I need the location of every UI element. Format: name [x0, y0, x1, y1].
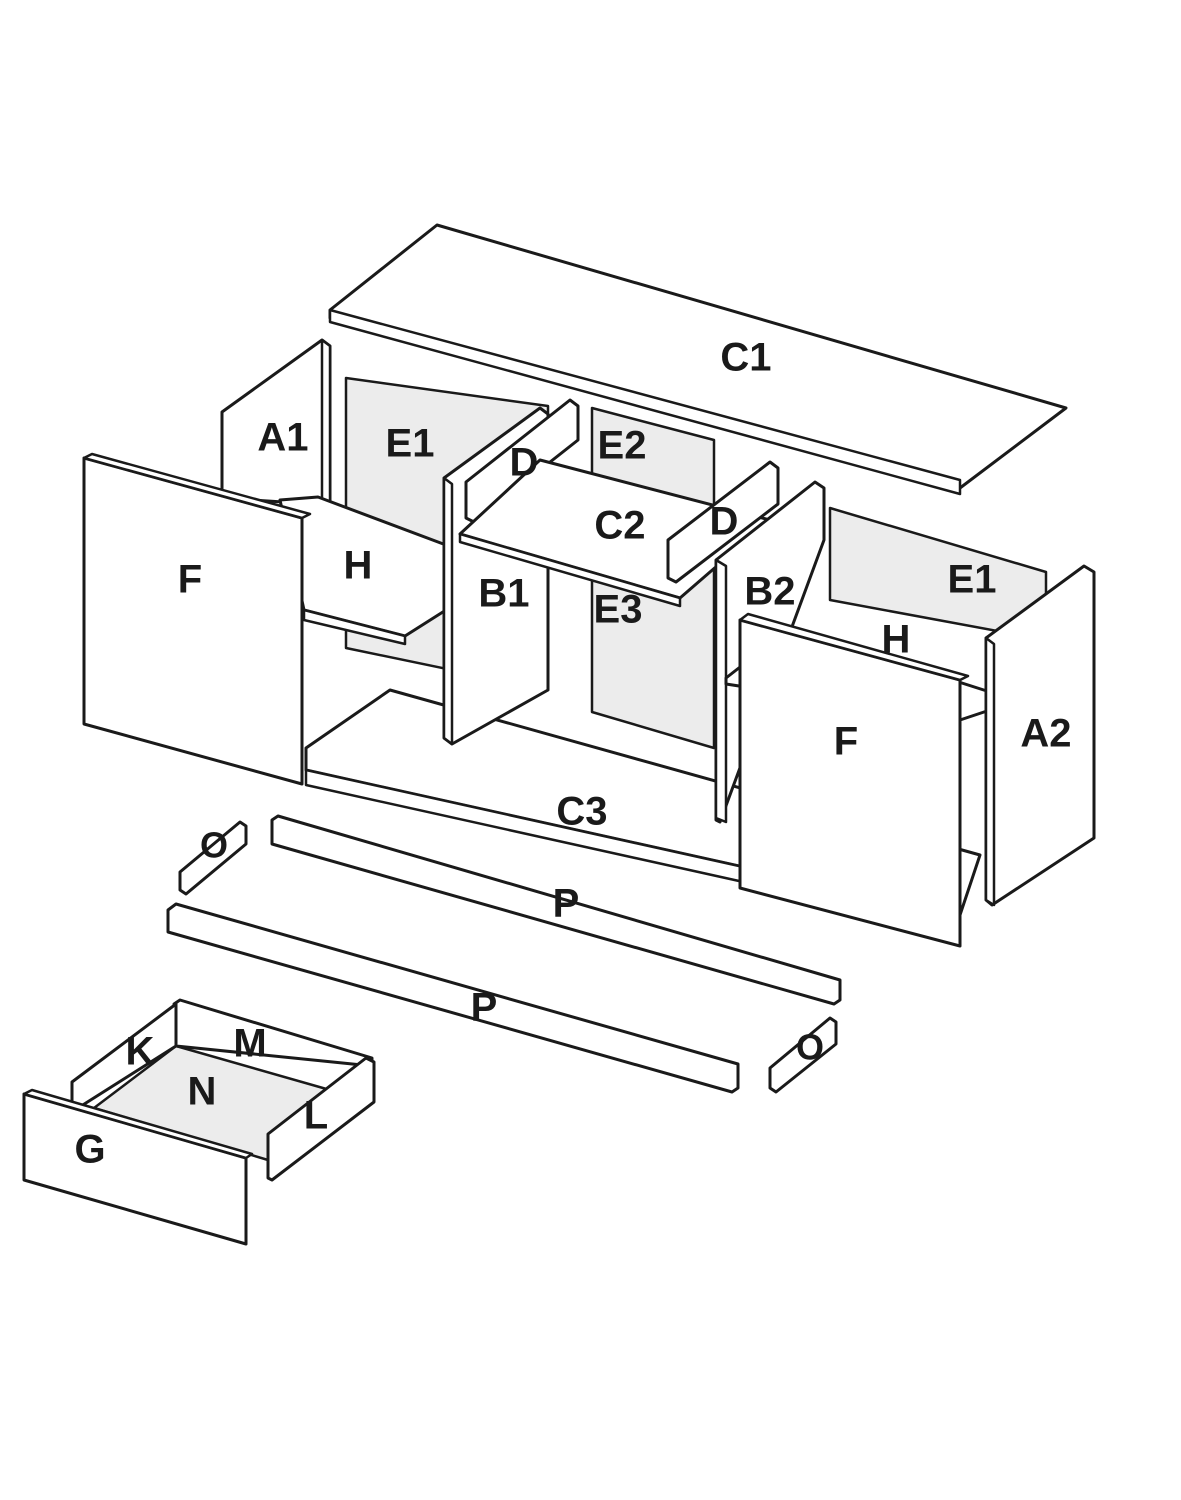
- label-f-right: F: [834, 720, 858, 764]
- label-k: K: [126, 1030, 155, 1074]
- panel-a2-edge: [984, 636, 996, 907]
- drawer-front-g-edge: [22, 1088, 254, 1160]
- label-a1: A1: [257, 416, 308, 460]
- label-b2: B2: [744, 570, 795, 614]
- label-c3: C3: [556, 790, 607, 834]
- plinth-p-top: [270, 814, 842, 1006]
- door-f-right-edge: [738, 612, 970, 682]
- plinth-p-bottom: [166, 902, 740, 1094]
- door-f-left-edge: [82, 452, 312, 520]
- label-b1: B1: [478, 572, 529, 616]
- shelf-h-left-edge: [302, 608, 407, 646]
- label-e1-right: E1: [948, 558, 997, 602]
- label-o-left: O: [200, 825, 228, 866]
- label-o-right: O: [796, 1027, 824, 1068]
- label-d-left: D: [510, 441, 539, 485]
- plinth-o-right: [768, 1016, 838, 1094]
- label-c1: C1: [720, 336, 771, 380]
- label-p-bottom: P: [471, 986, 498, 1030]
- label-f-left: F: [178, 558, 202, 602]
- divider-b1-edge: [442, 476, 454, 746]
- label-n: N: [188, 1070, 217, 1114]
- label-p-top: P: [553, 882, 580, 926]
- panel-c1-edge: [328, 308, 962, 496]
- panel-a1-edge: [320, 338, 332, 507]
- label-d-right: D: [710, 500, 739, 544]
- shelf-c2-edge: [458, 532, 682, 608]
- label-h-right: H: [882, 618, 911, 662]
- label-a2: A2: [1020, 712, 1071, 756]
- rail-d-right: [666, 460, 780, 584]
- label-l: L: [304, 1094, 328, 1138]
- plinth-o-left: [178, 820, 248, 896]
- label-c2: C2: [594, 504, 645, 548]
- label-h-left: H: [344, 544, 373, 588]
- drawer-side-l: [266, 1056, 376, 1182]
- label-g: G: [74, 1128, 105, 1172]
- label-m: M: [233, 1022, 266, 1066]
- rail-d-left: [464, 398, 580, 524]
- divider-b2-edge: [714, 558, 728, 824]
- label-e2: E2: [598, 424, 647, 468]
- label-e1-left: E1: [386, 422, 435, 466]
- label-e3: E3: [594, 588, 643, 632]
